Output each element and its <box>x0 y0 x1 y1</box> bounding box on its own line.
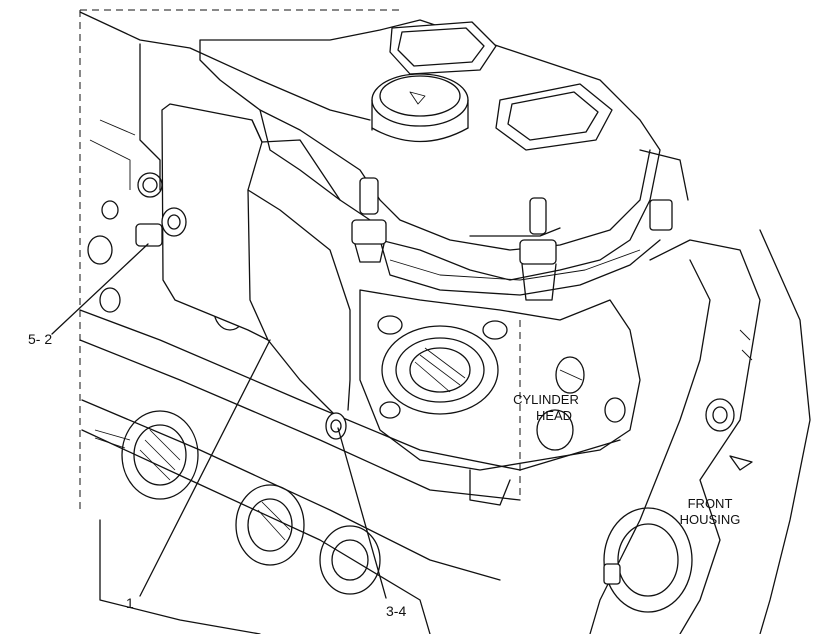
injector-fittings <box>351 149 689 301</box>
valve-cover <box>199 19 661 296</box>
leader-1 <box>139 339 271 597</box>
bolt-3-4 <box>325 412 347 440</box>
callout-3-4: 3-4 <box>386 603 406 619</box>
callout-5-2: 5- 2 <box>28 331 52 347</box>
front-housing <box>589 229 811 634</box>
leader-3-4 <box>337 427 387 599</box>
front-housing-label-line1: FRONT <box>688 496 733 511</box>
block-bores <box>94 410 381 595</box>
front-housing-label-line2: HOUSING <box>680 512 741 527</box>
cylinder-head-label-line2: HEAD <box>536 408 572 423</box>
cylinder-head-label-line1: CYLINDER <box>513 392 579 407</box>
cover-plate <box>161 103 351 421</box>
cylinder-head <box>359 289 641 506</box>
bolt-5-2 <box>135 207 187 247</box>
callout-1: 1 <box>126 595 134 611</box>
leader-5-2 <box>51 243 149 335</box>
leader-lines <box>51 243 387 599</box>
